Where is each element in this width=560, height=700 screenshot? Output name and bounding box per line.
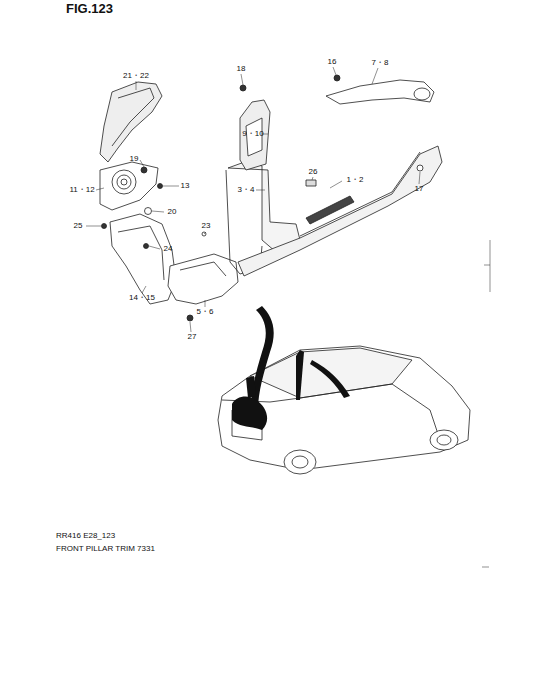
callout-number: 19	[130, 155, 139, 163]
callout-number: 20	[168, 208, 177, 216]
callout-number: 26	[309, 168, 318, 176]
callout-number: 18	[237, 65, 246, 73]
callout-number: 21・22	[123, 72, 149, 80]
callout-number: 23	[202, 222, 211, 230]
callout-number: 11・12	[69, 186, 94, 194]
callout-number: 14・15	[129, 294, 155, 302]
caption-text: FRONT PILLAR TRIM 7331	[56, 545, 155, 553]
figure-title: FIG.123	[66, 2, 113, 15]
callout-number: 17	[415, 185, 424, 193]
caption-text: RR416 E28_123	[56, 532, 115, 540]
callout-number: 9・10	[242, 130, 263, 138]
callout-number: 7・8	[372, 59, 389, 67]
callout-number: 13	[181, 182, 190, 190]
callout-number: 27	[188, 333, 197, 341]
callout-number: 3・4	[238, 186, 255, 194]
callout-number: 24	[164, 245, 173, 253]
callout-number: 16	[328, 58, 337, 66]
callout-number: 1・2	[347, 176, 364, 184]
callout-number: 5・6	[197, 308, 214, 316]
callout-number: 25	[74, 222, 83, 230]
